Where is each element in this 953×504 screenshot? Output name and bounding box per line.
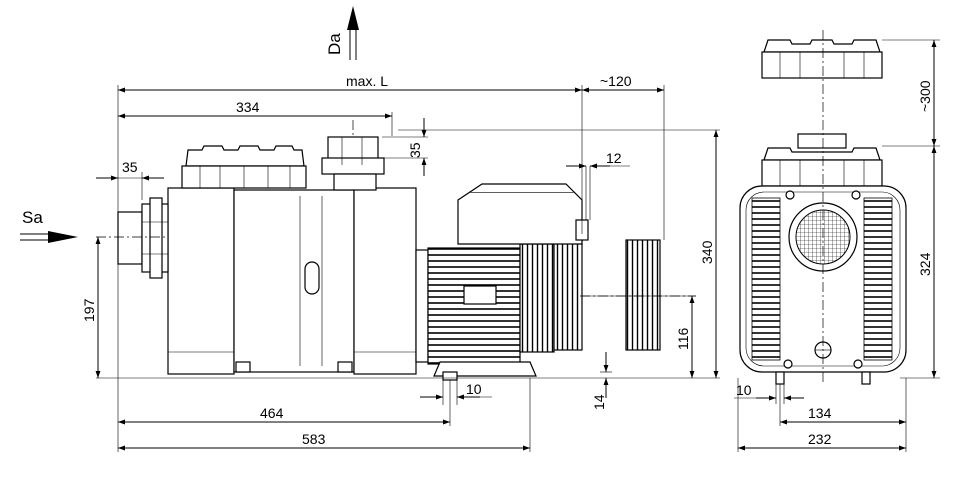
side-lid-lifted [761,39,883,79]
dim-service-clearance: ~120 [600,73,632,89]
motor [415,183,589,381]
dim-340: 340 [699,240,715,264]
dim-max-length: max. L [346,73,388,89]
dim-232: 232 [808,431,832,447]
suction-label: Sa [22,208,43,227]
dim-300: ~300 [917,80,933,112]
pump-housing [167,187,417,375]
discharge-arrow-symbol [347,6,359,60]
dim-35-top: 35 [407,142,423,158]
dim-10-front: 10 [466,381,482,397]
dim-583: 583 [302,431,326,447]
discharge-label: Da [325,33,344,55]
side-lid [761,147,883,187]
side-ribs-left [751,197,893,361]
dim-10-side: 10 [736,382,752,398]
suction-arrow-symbol [20,231,78,243]
dim-324: 324 [917,252,933,276]
dim-35-left: 35 [122,159,138,175]
dim-116: 116 [675,327,691,350]
dim-197: 197 [81,298,97,322]
front-view [96,120,696,381]
front-extension-lines [96,85,720,452]
dim-14: 14 [591,394,607,410]
dim-134: 134 [808,405,832,421]
suction-connection [117,197,169,279]
fan-cover [625,239,661,351]
discharge-connection [321,136,385,191]
dim-334: 334 [236,99,260,115]
strainer-lid [181,145,307,189]
dim-464: 464 [260,405,284,421]
dim-12: 12 [606,150,622,166]
side-extension-lines [737,39,940,452]
side-view [739,30,907,385]
